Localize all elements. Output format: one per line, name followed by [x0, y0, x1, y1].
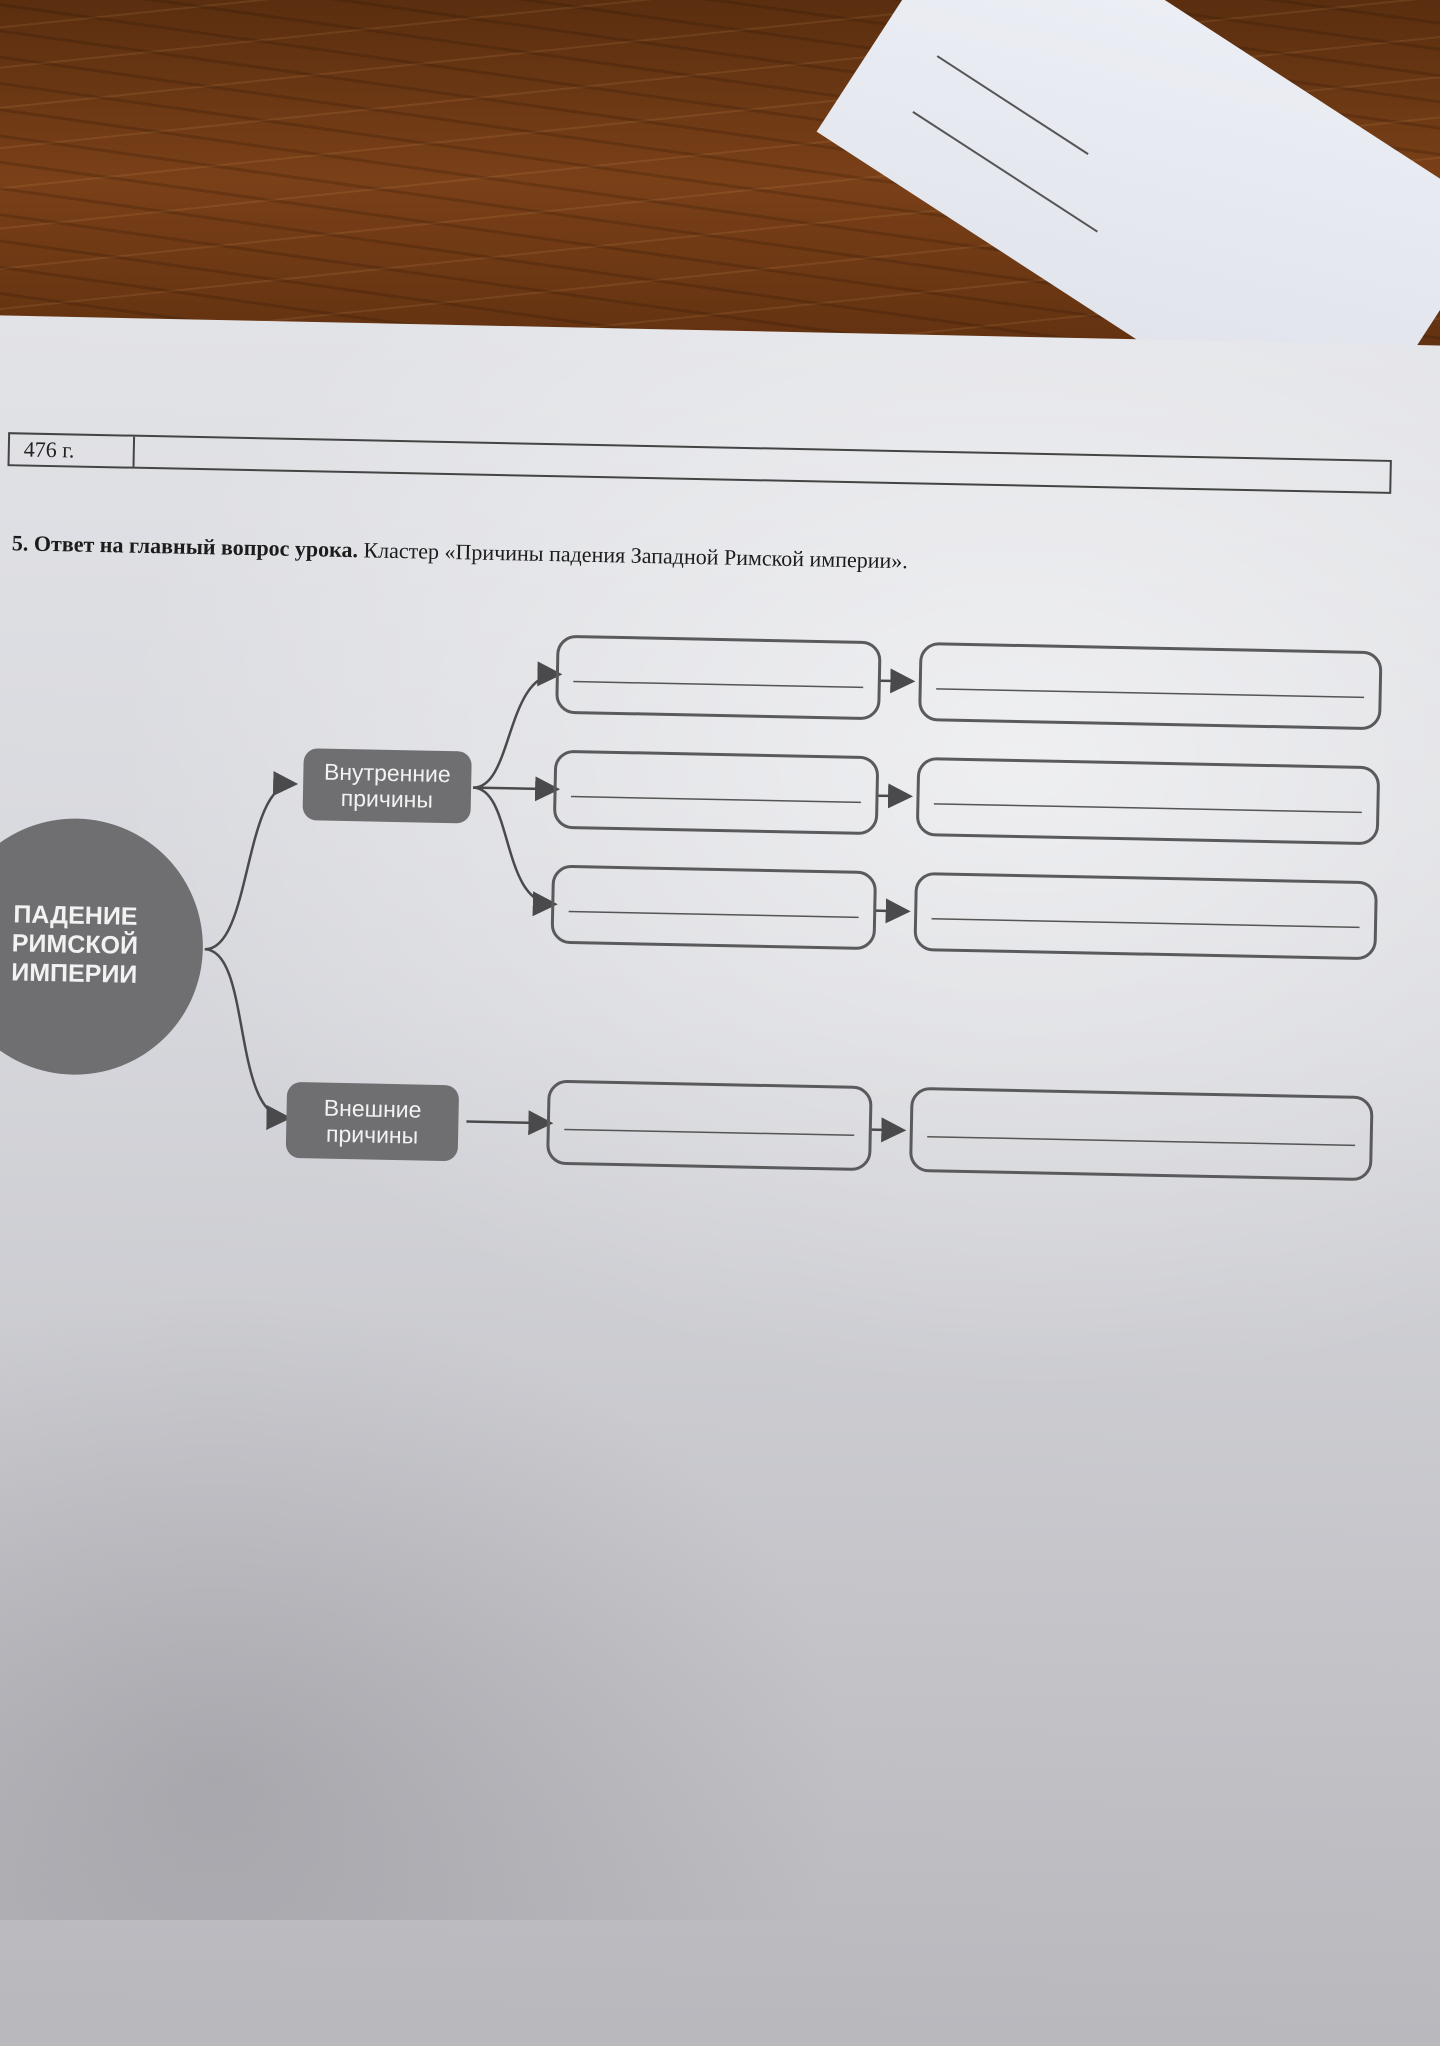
external-node-box — [285, 1082, 459, 1162]
writing-line — [573, 680, 864, 689]
worksheet-content: 476 г. 5. Ответ на главный вопрос урока.… — [0, 432, 1392, 1181]
writing-line — [927, 1135, 1356, 1147]
answer-box-row2-right[interactable] — [916, 757, 1380, 845]
internal-node-text: Внутренние причины — [303, 758, 472, 814]
answer-box-row2-left[interactable] — [553, 750, 879, 835]
internal-line-1: Внутренние — [323, 758, 451, 788]
answer-box-row3-right[interactable] — [913, 872, 1378, 960]
connector-internal-row1 — [473, 661, 563, 789]
answer-box-row4-right[interactable] — [909, 1087, 1374, 1181]
connector-internal-row3 — [472, 786, 558, 917]
arrow-between-row2 — [878, 783, 914, 809]
external-node-text: Внешние причины — [286, 1094, 459, 1150]
writing-line — [564, 1128, 855, 1137]
cluster-diagram — [0, 635, 1383, 1181]
connector-center-internal — [204, 771, 299, 951]
connector-internal-row2 — [473, 776, 561, 802]
writing-line — [931, 918, 1360, 929]
center-line-2: РИМСКОЙ — [11, 929, 139, 960]
connector-center-external — [204, 947, 292, 1130]
center-line-1: ПАДЕНИЕ — [13, 900, 138, 931]
center-line-3: ИМПЕРИИ — [11, 957, 138, 989]
writing-line — [933, 803, 1362, 814]
internal-line-2: причины — [340, 785, 434, 814]
internal-node-box — [302, 748, 472, 824]
answer-box-row3-left[interactable] — [550, 865, 877, 950]
connector-external-row — [466, 1110, 554, 1136]
writing-line — [936, 688, 1365, 699]
answer-box-row1-right[interactable] — [918, 642, 1383, 730]
center-node-circle — [0, 818, 203, 1075]
writing-line — [568, 910, 859, 919]
arrow-between-row3 — [875, 898, 911, 924]
answer-box-row4-left[interactable] — [546, 1080, 873, 1171]
external-line-1: Внешние — [323, 1094, 422, 1123]
answer-box-row1-left[interactable] — [555, 635, 882, 720]
center-node-text: ПАДЕНИЕ РИМСКОЙ ИМПЕРИИ — [0, 900, 161, 990]
arrow-between-row4 — [871, 1117, 907, 1143]
arrow-between-row1 — [880, 668, 916, 694]
external-line-2: причины — [325, 1121, 419, 1149]
writing-line — [570, 795, 861, 804]
